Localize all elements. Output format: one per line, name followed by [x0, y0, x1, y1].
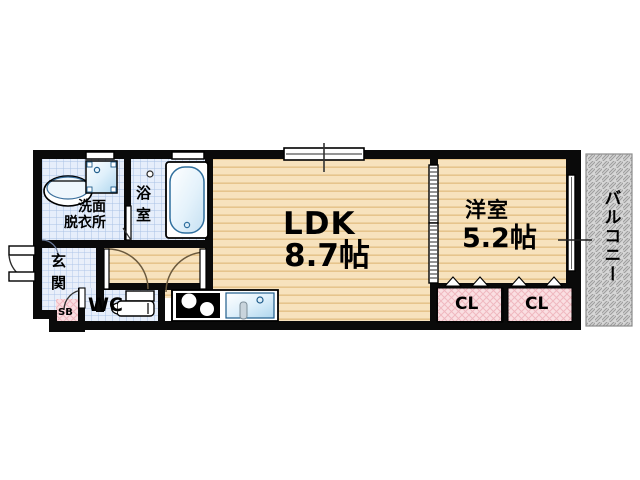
closet-door-markers [443, 276, 564, 287]
wall-closet-divider [501, 286, 508, 324]
kitchen-stove [176, 293, 220, 318]
room-outlines [436, 287, 573, 323]
vanity-window [85, 151, 115, 160]
closet-right-label: CL [525, 294, 549, 314]
room-label-balcony: バルコニー [600, 189, 621, 284]
room-label-genkan-line1: 玄 [51, 252, 67, 270]
room-area-bedroom: 5.2帖 [462, 223, 537, 254]
doors [8, 205, 207, 311]
wall-hall-bottom [96, 283, 212, 290]
wall-genkan-right [96, 248, 104, 312]
fixtures [43, 160, 279, 322]
room-area-ldk: 8.7帖 [284, 238, 370, 274]
wall-left-lower [33, 244, 42, 318]
wall-wc-right [158, 288, 165, 328]
washroom-door [41, 239, 59, 257]
windows [85, 143, 592, 272]
wall-genkan-bottom [33, 310, 57, 319]
closet-marker-2 [470, 276, 490, 287]
wall-left-upper [33, 150, 42, 244]
ldk-window [283, 143, 365, 172]
bathtub-fixture [165, 161, 209, 239]
closet-right-floor [508, 288, 572, 322]
bathroom-folding-door [122, 205, 132, 241]
room-label-ldk: LDK [283, 206, 356, 242]
room-label-bathroom-line1: 浴 [136, 184, 152, 202]
wall-bath-right [205, 158, 213, 244]
closet-marker-3 [509, 276, 529, 287]
hall-swing-door-right [165, 248, 207, 293]
bedroom-floor [437, 158, 572, 286]
shoe-box-floor [56, 299, 80, 325]
hall-swing-door-left [103, 248, 149, 290]
room-label-genkan-line2: 関 [51, 274, 67, 292]
wall-washroom-bath [124, 158, 131, 244]
toilet-door [63, 287, 86, 311]
balcony-sliding-door [558, 174, 592, 272]
ldk-bedroom-partition [428, 164, 439, 284]
room-label-toilet: WC [88, 294, 123, 316]
vanity-sink [85, 160, 118, 194]
closet-marker-4 [544, 276, 564, 287]
closet-left-floor [437, 288, 503, 322]
entrance-door [8, 245, 36, 282]
room-label-bedroom: 洋室 [465, 198, 509, 222]
shower-control-icon [146, 170, 154, 178]
wall-partition-top [430, 155, 438, 165]
wall-bottom-main [49, 321, 581, 330]
wall-sb-bottom [49, 325, 85, 332]
wall-washroom-bottom [33, 240, 131, 248]
toilet-bowl [110, 290, 155, 317]
balcony-floor [586, 154, 632, 326]
wall-partition-bottom [430, 282, 438, 326]
room-label-bathroom-line2: 室 [136, 206, 152, 224]
washing-machine-pan [43, 175, 93, 207]
wall-hall-right [205, 244, 213, 290]
closet-marker-1 [443, 276, 463, 287]
room-label-washroom-line1: 洗面 [78, 199, 106, 215]
closet-left-label: CL [455, 294, 479, 314]
wall-bath-bottom [131, 240, 213, 248]
room-label-washroom-line2: 脱衣所 [64, 215, 106, 231]
kitchen-counter [171, 289, 279, 322]
kitchen-sink [225, 292, 275, 320]
wall-closet-top [437, 283, 572, 288]
shoe-box-label: SB [58, 307, 73, 318]
bath-window [171, 151, 205, 160]
wall-sb-left [49, 310, 57, 332]
